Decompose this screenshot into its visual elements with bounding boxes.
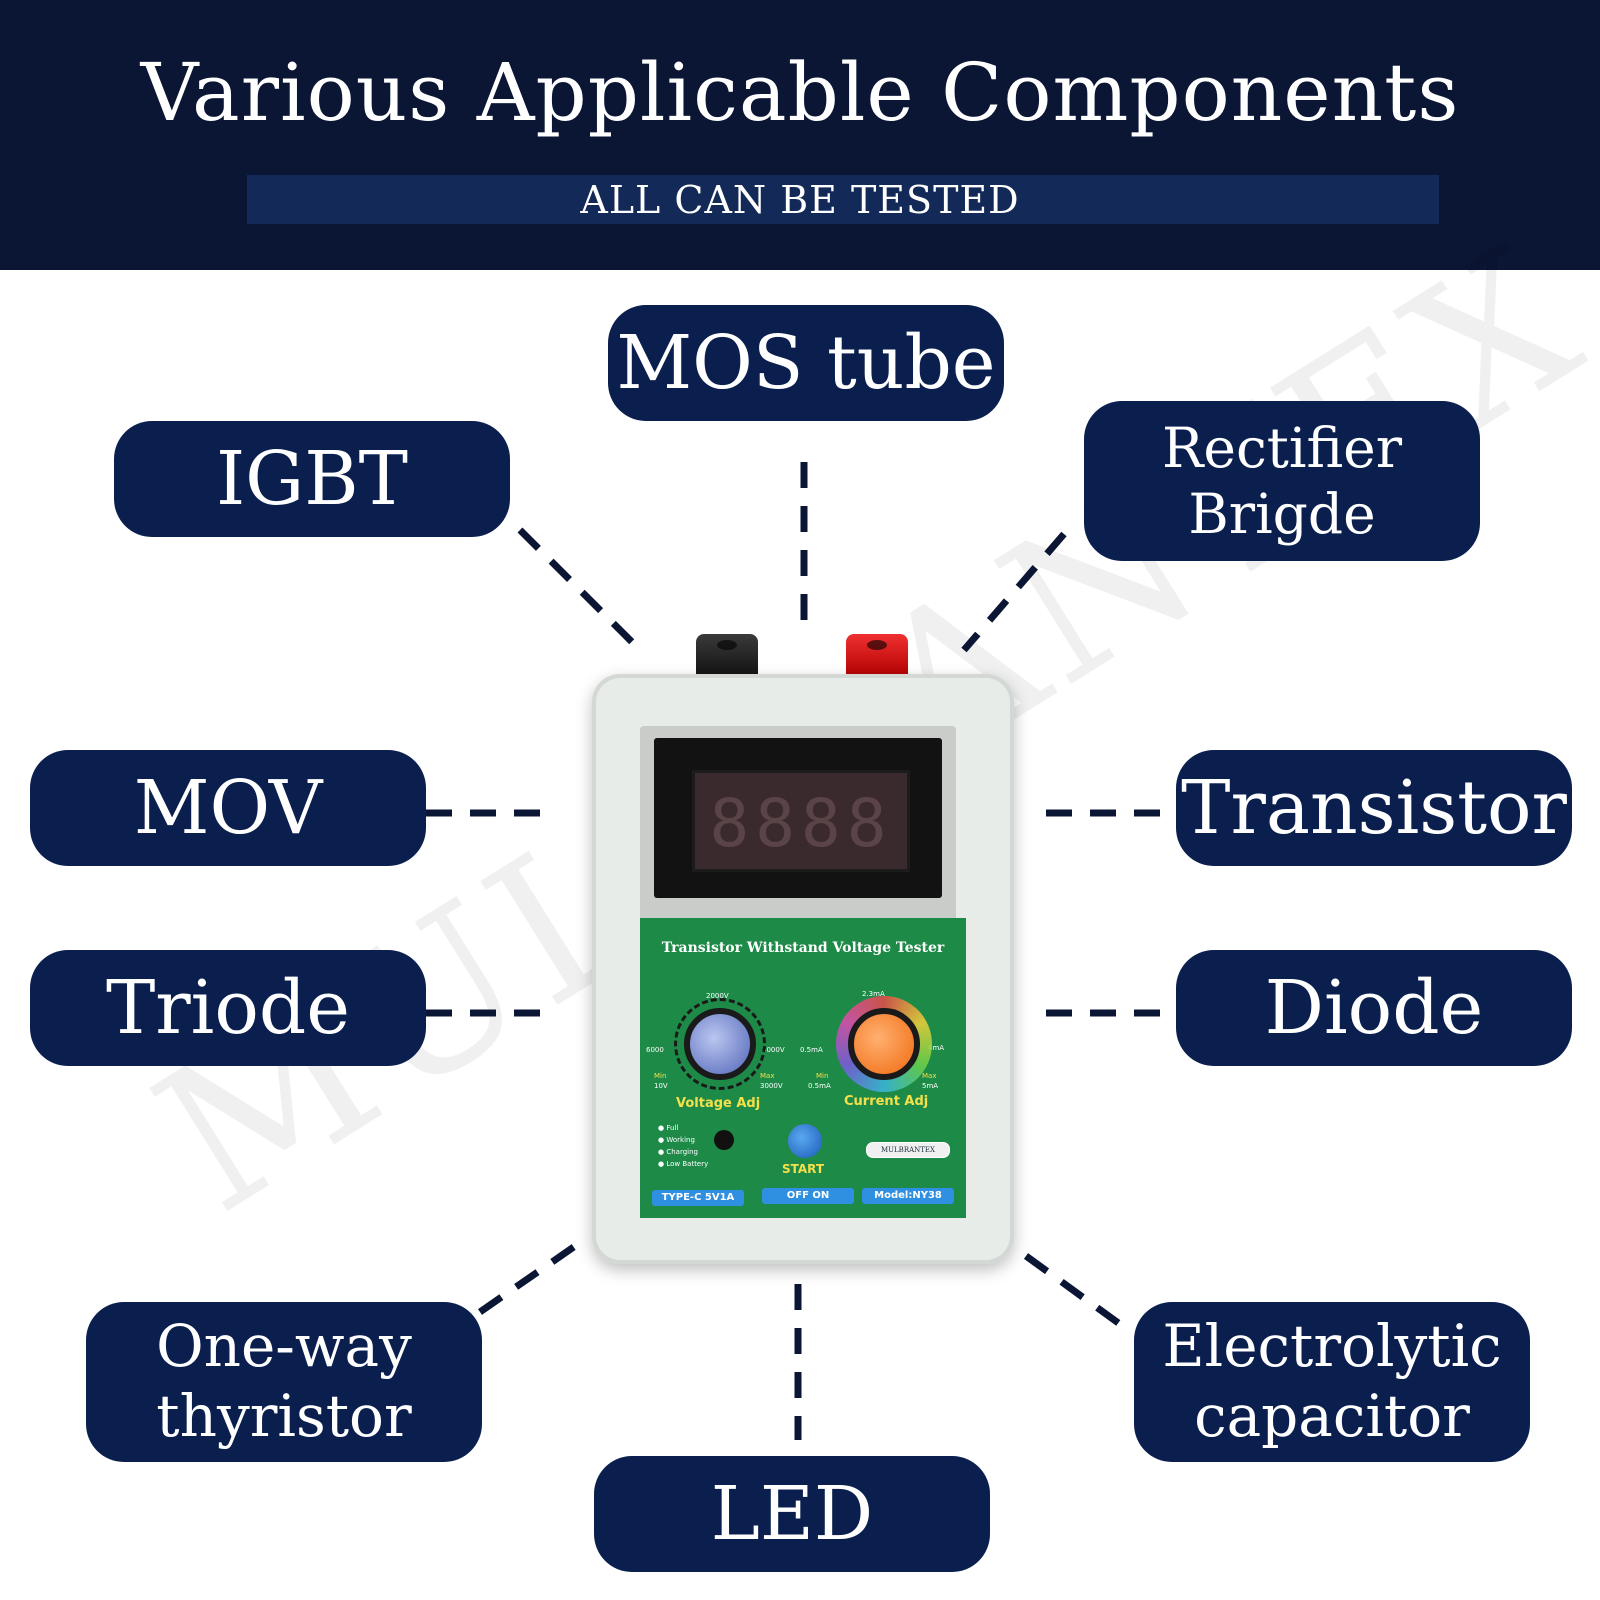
component-label: Diode [1264, 964, 1484, 1051]
component-one-way-thyristor: One-way thyristor [86, 1302, 482, 1462]
current-top-mark: 2.3mA [862, 990, 885, 998]
tester-device: 8888 Transistor Withstand Voltage Tester… [592, 674, 1014, 1264]
component-label: Electrolytic [1162, 1312, 1502, 1381]
status-low-battery: ● Low Battery [658, 1160, 709, 1168]
page-subtitle: ALL CAN BE TESTED [580, 178, 1020, 222]
control-panel: Transistor Withstand Voltage Tester 2000… [640, 918, 966, 1218]
current-adj-label: Current Adj [844, 1094, 929, 1109]
current-left-mark: 0.5mA [800, 1046, 823, 1054]
panel-title: Transistor Withstand Voltage Tester [661, 940, 945, 956]
status-working-text: Working [666, 1136, 695, 1144]
status-charging: ● Charging [658, 1148, 698, 1156]
component-label: thyristor [156, 1382, 412, 1450]
display-bezel: 8888 [640, 726, 956, 922]
brand-label: MULBRANTEX [866, 1142, 950, 1158]
component-label: MOS tube [616, 319, 996, 406]
component-label: MOV [133, 764, 323, 851]
voltage-dial-scale [674, 998, 766, 1090]
component-label: One-way [156, 1312, 412, 1381]
component-diode: Diode [1176, 950, 1572, 1066]
component-triode: Triode [30, 950, 426, 1066]
line-capacitor [1023, 1253, 1131, 1333]
led-display: 8888 [692, 770, 910, 872]
component-electrolytic-capacitor: Electrolytic capacitor [1134, 1302, 1530, 1462]
display-screen: 8888 [654, 738, 942, 898]
voltage-left-mark: 6000 [646, 1046, 664, 1054]
start-label: START [782, 1162, 825, 1176]
component-mov: MOV [30, 750, 426, 866]
current-min-label: Min [816, 1072, 829, 1080]
black-terminal-jack [696, 634, 758, 678]
model-label: Model:NY38 [862, 1188, 954, 1204]
component-label: capacitor [1194, 1382, 1470, 1450]
current-min-value: 0.5mA [808, 1082, 831, 1090]
component-label: Rectifier [1162, 416, 1402, 480]
power-switch[interactable]: OFF ON [762, 1188, 854, 1204]
display-digits: 8888 [709, 785, 893, 862]
component-label: Triode [105, 964, 351, 1051]
current-right-mark: 4mA [928, 1044, 945, 1052]
subtitle-band [247, 175, 1439, 224]
component-led: LED [594, 1456, 990, 1572]
component-label: Transistor [1181, 764, 1567, 851]
status-low-text: Low Battery [666, 1160, 709, 1168]
component-mos-tube: MOS tube [608, 305, 1004, 421]
component-transistor: Transistor [1176, 750, 1572, 866]
current-max-value: 5mA [922, 1082, 939, 1090]
page-title: Various Applicable Components [140, 46, 1460, 139]
start-button[interactable] [788, 1124, 822, 1158]
status-working: ● Working [658, 1136, 695, 1144]
indicator-lamp [714, 1130, 734, 1150]
status-full: ● Full [658, 1124, 679, 1132]
component-rectifier-bridge: Rectifier Brigde [1084, 401, 1480, 561]
voltage-min-value: 10V [654, 1082, 668, 1090]
header-banner: Various Applicable Components ALL CAN BE… [0, 0, 1600, 270]
component-igbt: IGBT [114, 421, 510, 537]
voltage-min-label: Min [654, 1072, 667, 1080]
voltage-top-mark: 2000V [706, 992, 729, 1000]
voltage-max-value: 3000V [760, 1082, 783, 1090]
status-full-text: Full [666, 1124, 679, 1132]
status-charging-text: Charging [666, 1148, 698, 1156]
component-label: IGBT [215, 435, 409, 522]
voltage-max-label: Max [760, 1072, 775, 1080]
voltage-adjust-knob[interactable] [684, 1008, 756, 1080]
current-adjust-knob[interactable] [848, 1008, 920, 1080]
line-igbt [517, 527, 639, 649]
line-rectifier [961, 531, 1067, 653]
line-thyristor [478, 1241, 580, 1315]
type-c-port-label: TYPE-C 5V1A [652, 1190, 744, 1206]
voltage-adj-label: Voltage Adj [676, 1096, 761, 1111]
component-label: Brigde [1188, 482, 1376, 546]
current-max-label: Max [922, 1072, 937, 1080]
voltage-right-mark: 3000V [762, 1046, 785, 1054]
component-label: LED [710, 1470, 874, 1557]
red-terminal-jack [846, 634, 908, 678]
